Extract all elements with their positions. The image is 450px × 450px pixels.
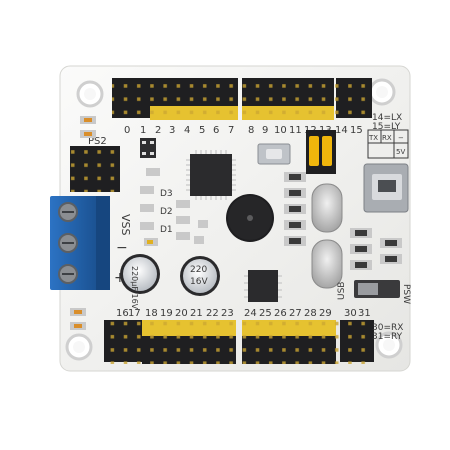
top-num-10: 10 xyxy=(274,125,287,136)
top-num-5: 5 xyxy=(199,125,205,136)
map-label-14: 14=LX xyxy=(372,113,402,123)
top-num-1: 1 xyxy=(140,125,146,136)
bot-num-30: 30 xyxy=(344,308,357,319)
cap-right-volt: 16V xyxy=(190,277,208,287)
top-num-2: 2 xyxy=(155,125,161,136)
bot-num-25: 25 xyxy=(259,308,272,319)
mounting-holes xyxy=(65,78,403,361)
power-switch xyxy=(354,280,400,298)
buzzer xyxy=(226,194,274,242)
txrx-table xyxy=(367,129,409,159)
bot-num-22: 22 xyxy=(206,308,219,319)
smd-components-left xyxy=(140,138,208,244)
map-label-31: 31=RY xyxy=(372,332,403,342)
plus-label: + xyxy=(114,270,126,286)
microcontroller-chip xyxy=(186,150,236,200)
d1-label: D1 xyxy=(160,225,173,235)
psw-label: PSW xyxy=(401,284,411,304)
bot-num-17: 17 xyxy=(128,308,141,319)
bot-num-31: 31 xyxy=(358,308,371,319)
bottom-left-pin-numbers: 16 17 18 19 20 21 22 23 xyxy=(116,308,234,319)
bot-num-18: 18 xyxy=(145,308,158,319)
top-pin-header xyxy=(112,78,372,120)
usb-label: USB xyxy=(337,282,347,300)
soic-chip xyxy=(244,270,282,302)
map-label-30: 30=RX xyxy=(372,323,403,333)
vss-label: VSS xyxy=(119,214,132,236)
top-num-3: 3 xyxy=(169,125,175,136)
bot-num-24: 24 xyxy=(244,308,257,319)
top-num-0: 0 xyxy=(124,125,130,136)
mini-usb-connector xyxy=(363,163,409,213)
bot-num-20: 20 xyxy=(175,308,188,319)
top-num-14: 14 xyxy=(335,125,348,136)
bot-num-27: 27 xyxy=(289,308,302,319)
cap-right-value: 220 xyxy=(190,265,207,275)
bot-num-28: 28 xyxy=(304,308,317,319)
electrolytic-capacitor-right xyxy=(180,256,220,296)
top-num-6: 6 xyxy=(213,125,219,136)
bottom-right-pin-numbers: 24 25 26 27 28 29 30 31 xyxy=(244,308,371,319)
txrx-minus: − xyxy=(398,134,404,142)
reset-button xyxy=(257,143,291,165)
top-num-4: 4 xyxy=(184,125,190,136)
bot-num-21: 21 xyxy=(190,308,203,319)
top-num-8: 8 xyxy=(248,125,254,136)
bot-num-26: 26 xyxy=(274,308,287,319)
bot-num-16: 16 xyxy=(116,308,129,319)
d2-label: D2 xyxy=(160,207,173,217)
resistor-array xyxy=(284,172,402,270)
led-indicators xyxy=(70,116,158,330)
d3-label: D3 xyxy=(160,189,173,199)
ps2-header xyxy=(70,146,120,192)
cap-left-label: 220μF 16V xyxy=(130,266,139,310)
crystal-oscillators xyxy=(311,183,343,289)
top-num-15: 15 xyxy=(350,125,363,136)
jumper-block xyxy=(306,130,336,174)
electrolytic-capacitor-left xyxy=(120,254,160,294)
txrx-5v: 5V xyxy=(396,148,405,156)
ps2-label: PS2 xyxy=(88,136,107,147)
power-terminal-block xyxy=(50,196,110,290)
map-label-15: 15=LY xyxy=(372,122,401,132)
minus-label: − xyxy=(116,240,128,256)
top-num-9: 9 xyxy=(262,125,268,136)
txrx-tx: TX xyxy=(368,134,378,142)
bot-num-19: 19 xyxy=(160,308,173,319)
top-num-11: 11 xyxy=(289,125,302,136)
bot-num-29: 29 xyxy=(319,308,332,319)
txrx-rx: RX xyxy=(382,134,392,142)
bot-num-23: 23 xyxy=(221,308,234,319)
top-num-7: 7 xyxy=(228,125,234,136)
bottom-pin-header xyxy=(104,320,374,364)
